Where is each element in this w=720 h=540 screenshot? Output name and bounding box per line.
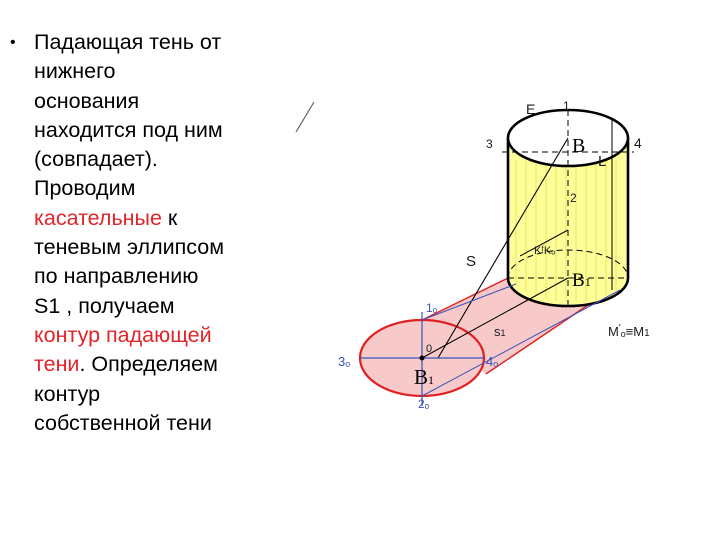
highlighted-text: контур падающей <box>34 322 212 347</box>
text-fragment: теневым эллипсом <box>34 235 224 260</box>
stray-stroke <box>295 101 315 133</box>
label-3: 3 <box>486 137 493 151</box>
label-2o: 2ₒ <box>418 397 430 411</box>
label-3o: 3ₒ <box>338 354 350 369</box>
label-m: M'ₒ≡M1 <box>608 323 650 339</box>
text-line: контур падающей <box>34 321 295 350</box>
text-fragment: S1 , получаем <box>34 293 175 318</box>
text-line: Падающая тень от <box>34 28 295 57</box>
label-b1: B1 <box>572 270 591 291</box>
text-fragment: к <box>161 205 178 230</box>
label-2: 2 <box>570 191 577 205</box>
ground-projection-lower <box>421 289 621 397</box>
text-fragment: (совпадает). <box>34 147 158 172</box>
label-k: KᶠKₒ <box>534 245 555 257</box>
text-line: находится под ним <box>34 116 295 145</box>
text-line: собственной тени <box>34 409 295 438</box>
label-e: E <box>526 101 535 117</box>
shadow-tangent-upper <box>417 277 509 323</box>
text-fragment: контур <box>34 381 101 406</box>
text-fragment: собственной тени <box>34 410 212 435</box>
highlighted-text: касательные <box>34 205 162 230</box>
text-fragment: основания <box>34 88 140 113</box>
label-4: 4 <box>634 135 642 151</box>
text-fragment: нижнего <box>34 59 116 84</box>
cylinder-shadow-diagram: E 1 3 4 B L 2 S KᶠKₒ B1 M'ₒ≡M1 1ₒ 3ₒ 0 4… <box>295 99 650 411</box>
label-1: 1 <box>563 99 570 113</box>
label-b-top: B <box>572 135 585 157</box>
text-line: Проводим <box>34 174 295 203</box>
bullet-text-block: • Падающая тень от нижнего основания находи… <box>10 28 295 438</box>
bullet-marker: • <box>10 34 16 51</box>
text-line: основания <box>34 87 295 116</box>
ground-projection-center <box>421 277 569 359</box>
label-1o: 1ₒ <box>426 301 438 315</box>
text-line: касательные к <box>34 204 295 233</box>
label-4o: 4ₒ <box>486 354 498 369</box>
text-line: по направлению <box>34 262 295 291</box>
label-b-bottom: B1 <box>414 365 434 389</box>
label-l: L <box>598 153 606 170</box>
construction-line-k <box>519 229 569 257</box>
text-line: нижнего <box>34 57 295 86</box>
text-line: контур <box>34 380 295 409</box>
bullet-paragraph: Падающая тень от нижнего основания находитс… <box>34 28 295 438</box>
text-line: S1 , получаем <box>34 292 295 321</box>
text-fragment: находится под ним <box>34 117 223 142</box>
label-s: S <box>466 253 476 270</box>
text-line: (совпадает). <box>34 145 295 174</box>
highlighted-text: тени <box>34 352 80 377</box>
label-s1: s1 <box>494 324 506 339</box>
text-line: тени. Определяем <box>34 350 295 379</box>
label-0: 0 <box>426 343 432 355</box>
light-ray-s <box>437 137 569 359</box>
text-line: теневым эллипсом <box>34 233 295 262</box>
text-fragment: Падающая тень от <box>34 30 222 54</box>
ground-projection-upper <box>421 283 517 321</box>
shadow-center-point <box>419 355 425 361</box>
text-fragment: по направлению <box>34 264 199 289</box>
text-fragment: . Определяем <box>79 352 218 377</box>
text-fragment: Проводим <box>34 176 136 201</box>
